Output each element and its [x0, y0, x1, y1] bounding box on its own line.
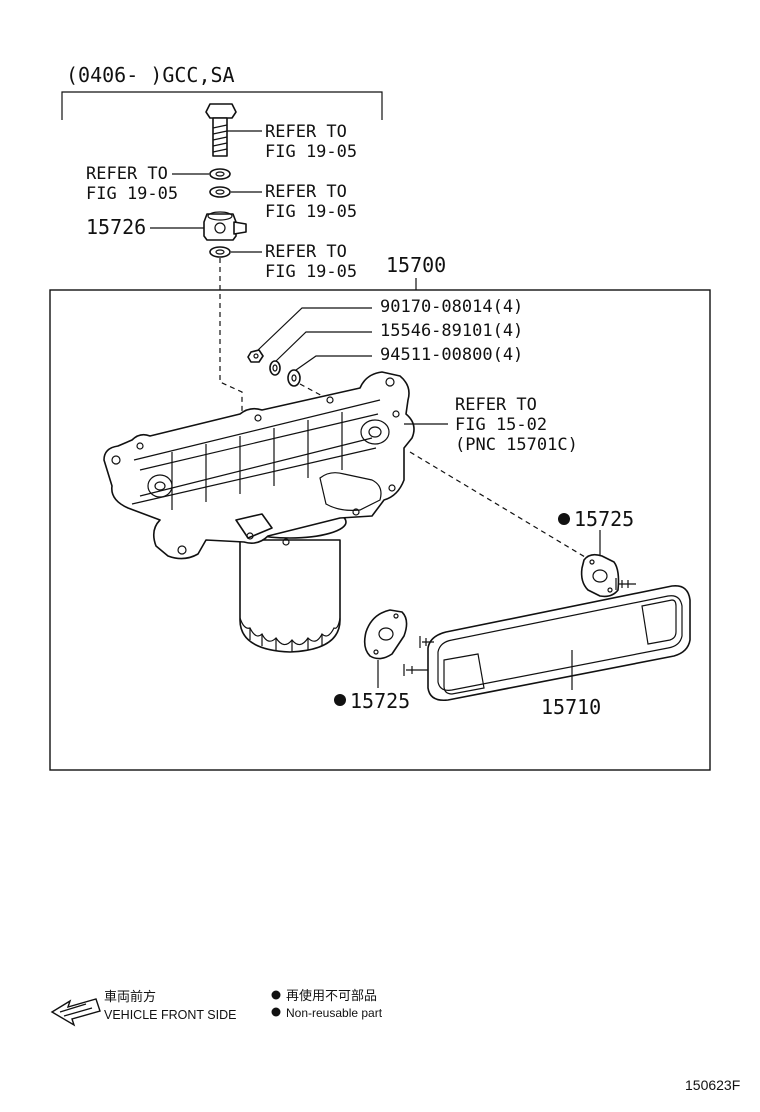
refer-washer-bottom-line1: REFER TO: [265, 242, 347, 262]
legend-front-en: VEHICLE FRONT SIDE: [104, 1008, 236, 1022]
nut-part: [247, 349, 264, 363]
washer-a-leader: [275, 331, 372, 362]
refer-cover-line1: REFER TO: [455, 395, 537, 415]
refer-cover-line3: (PNC 15701C): [455, 435, 578, 455]
pnc-washer-b-label: 94511-00800(4): [380, 345, 523, 365]
refer-bolt-line1: REFER TO: [265, 122, 347, 142]
refer-washer-bottom-line2: FIG 19-05: [265, 262, 357, 282]
pnc-15710-label: 15710: [541, 695, 601, 719]
legend-nonreusable-icon: [271, 990, 281, 1000]
refer-washer-left-line1: REFER TO: [86, 164, 168, 184]
refer-washer-right-line2: FIG 19-05: [265, 202, 357, 222]
refer-bolt-line2: FIG 19-05: [265, 142, 357, 162]
refer-washer-left-line2: FIG 19-05: [86, 184, 178, 204]
oil-cooler-15710-part: [403, 578, 691, 702]
pnc-gasket-left-label: 15725: [350, 689, 410, 713]
union-fitting-15726-part: [203, 211, 247, 241]
pnc-15700-label: 15700: [386, 253, 446, 277]
legend-nonreuse-jp: 再使用不可部品: [286, 988, 377, 1004]
bolt-axis-dashed-line: [219, 258, 243, 430]
variant-bracket: [61, 91, 383, 120]
gasket-right-nonreusable-icon: [558, 513, 570, 525]
variant-label: (0406- )GCC,SA: [66, 63, 235, 87]
pnc-gasket-right-label: 15725: [574, 507, 634, 531]
washer-middle-part: [209, 186, 231, 198]
washer-upper-part: [209, 168, 231, 180]
gasket-axis-dashed-line: [409, 451, 591, 561]
refer-cover-line2: FIG 15-02: [455, 415, 547, 435]
washer-a-part: [269, 360, 281, 376]
figure-number: 150623F: [685, 1077, 740, 1093]
legend-front-jp: 車両前方: [104, 989, 156, 1005]
gasket-left-nonreusable-icon: [334, 694, 346, 706]
pnc-nut-label: 90170-08014(4): [380, 297, 523, 317]
legend-nonreuse-en: Non-reusable part: [286, 1006, 383, 1020]
nut-leader: [257, 307, 372, 351]
union-bolt-part: [205, 103, 237, 157]
pnc-washer-a-label: 15546-89101(4): [380, 321, 523, 341]
cooler-housing-part: [103, 371, 415, 560]
pnc-15726-label: 15726: [86, 215, 146, 239]
refer-washer-right-line1: REFER TO: [265, 182, 347, 202]
washer-lower-part: [209, 246, 231, 258]
washer-b-leader: [295, 355, 372, 371]
washer-b-part: [287, 369, 301, 387]
gasket-right-part: [580, 553, 620, 598]
gasket-left-part: [363, 609, 408, 660]
assembly-box: [49, 289, 711, 771]
front-arrow-icon: [50, 998, 101, 1027]
legend-nonreusable-en-icon: [271, 1007, 281, 1017]
